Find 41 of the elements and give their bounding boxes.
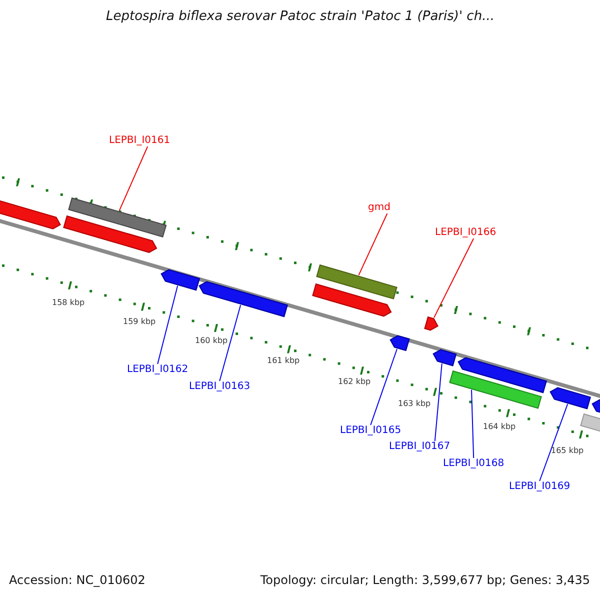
leader-line — [434, 363, 442, 442]
gene-feature — [458, 357, 548, 394]
scale-label: 162 kbp — [338, 377, 371, 386]
scale-label: 159 kbp — [123, 317, 156, 326]
gene-bar — [68, 197, 167, 238]
leader-line — [434, 238, 474, 318]
gene-label: LEPBI_I0167 — [389, 441, 450, 452]
gene-feature — [424, 316, 438, 331]
leader-line — [539, 404, 568, 482]
leader-line — [358, 213, 388, 276]
leader-line — [157, 285, 178, 364]
gene-bar — [316, 264, 398, 300]
title: Leptospira biflexa serovar Patoc strain 'Patoc 1 (Paris)' ch... — [106, 10, 494, 25]
leader-line — [370, 348, 398, 426]
scale-label: 163 kbp — [398, 399, 431, 408]
gene-feature — [432, 349, 457, 366]
gene-feature — [198, 281, 288, 318]
gene-feature — [390, 335, 410, 352]
leader-line — [471, 389, 474, 458]
gene-label: LEPBI_I0162 — [127, 364, 188, 376]
gene-feature — [550, 387, 592, 410]
gene-label: LEPBI_I0161 — [109, 135, 170, 146]
scale-label: 158 kbp — [52, 298, 85, 308]
gene-label: gmd — [368, 202, 390, 214]
leader-line — [219, 304, 242, 382]
leader-line — [118, 146, 148, 212]
gene-label: LEPBI_I0169 — [509, 481, 570, 492]
gene-bar — [449, 370, 542, 409]
gene-feature — [312, 283, 392, 317]
genome-info-text: Topology: circular; Length: 3,599,677 bp; Genes: 3,435 — [260, 574, 590, 588]
gene-label: LEPBI_I0166 — [435, 227, 496, 238]
scale-label: 165 kbp — [551, 446, 584, 456]
gene-feature — [160, 269, 200, 291]
scale-label: 164 kbp — [483, 422, 516, 432]
accession-text: Accession: NC_010602 — [9, 574, 146, 588]
scale-label: 161 kbp — [267, 356, 300, 366]
gene-label: LEPBI_I0163 — [189, 381, 250, 392]
gene-label: LEPBI_I0168 — [443, 458, 504, 470]
gene-label: LEPBI_I0165 — [340, 425, 402, 436]
scale-label: 160 kbp — [195, 336, 228, 346]
gene-feature — [63, 215, 158, 253]
